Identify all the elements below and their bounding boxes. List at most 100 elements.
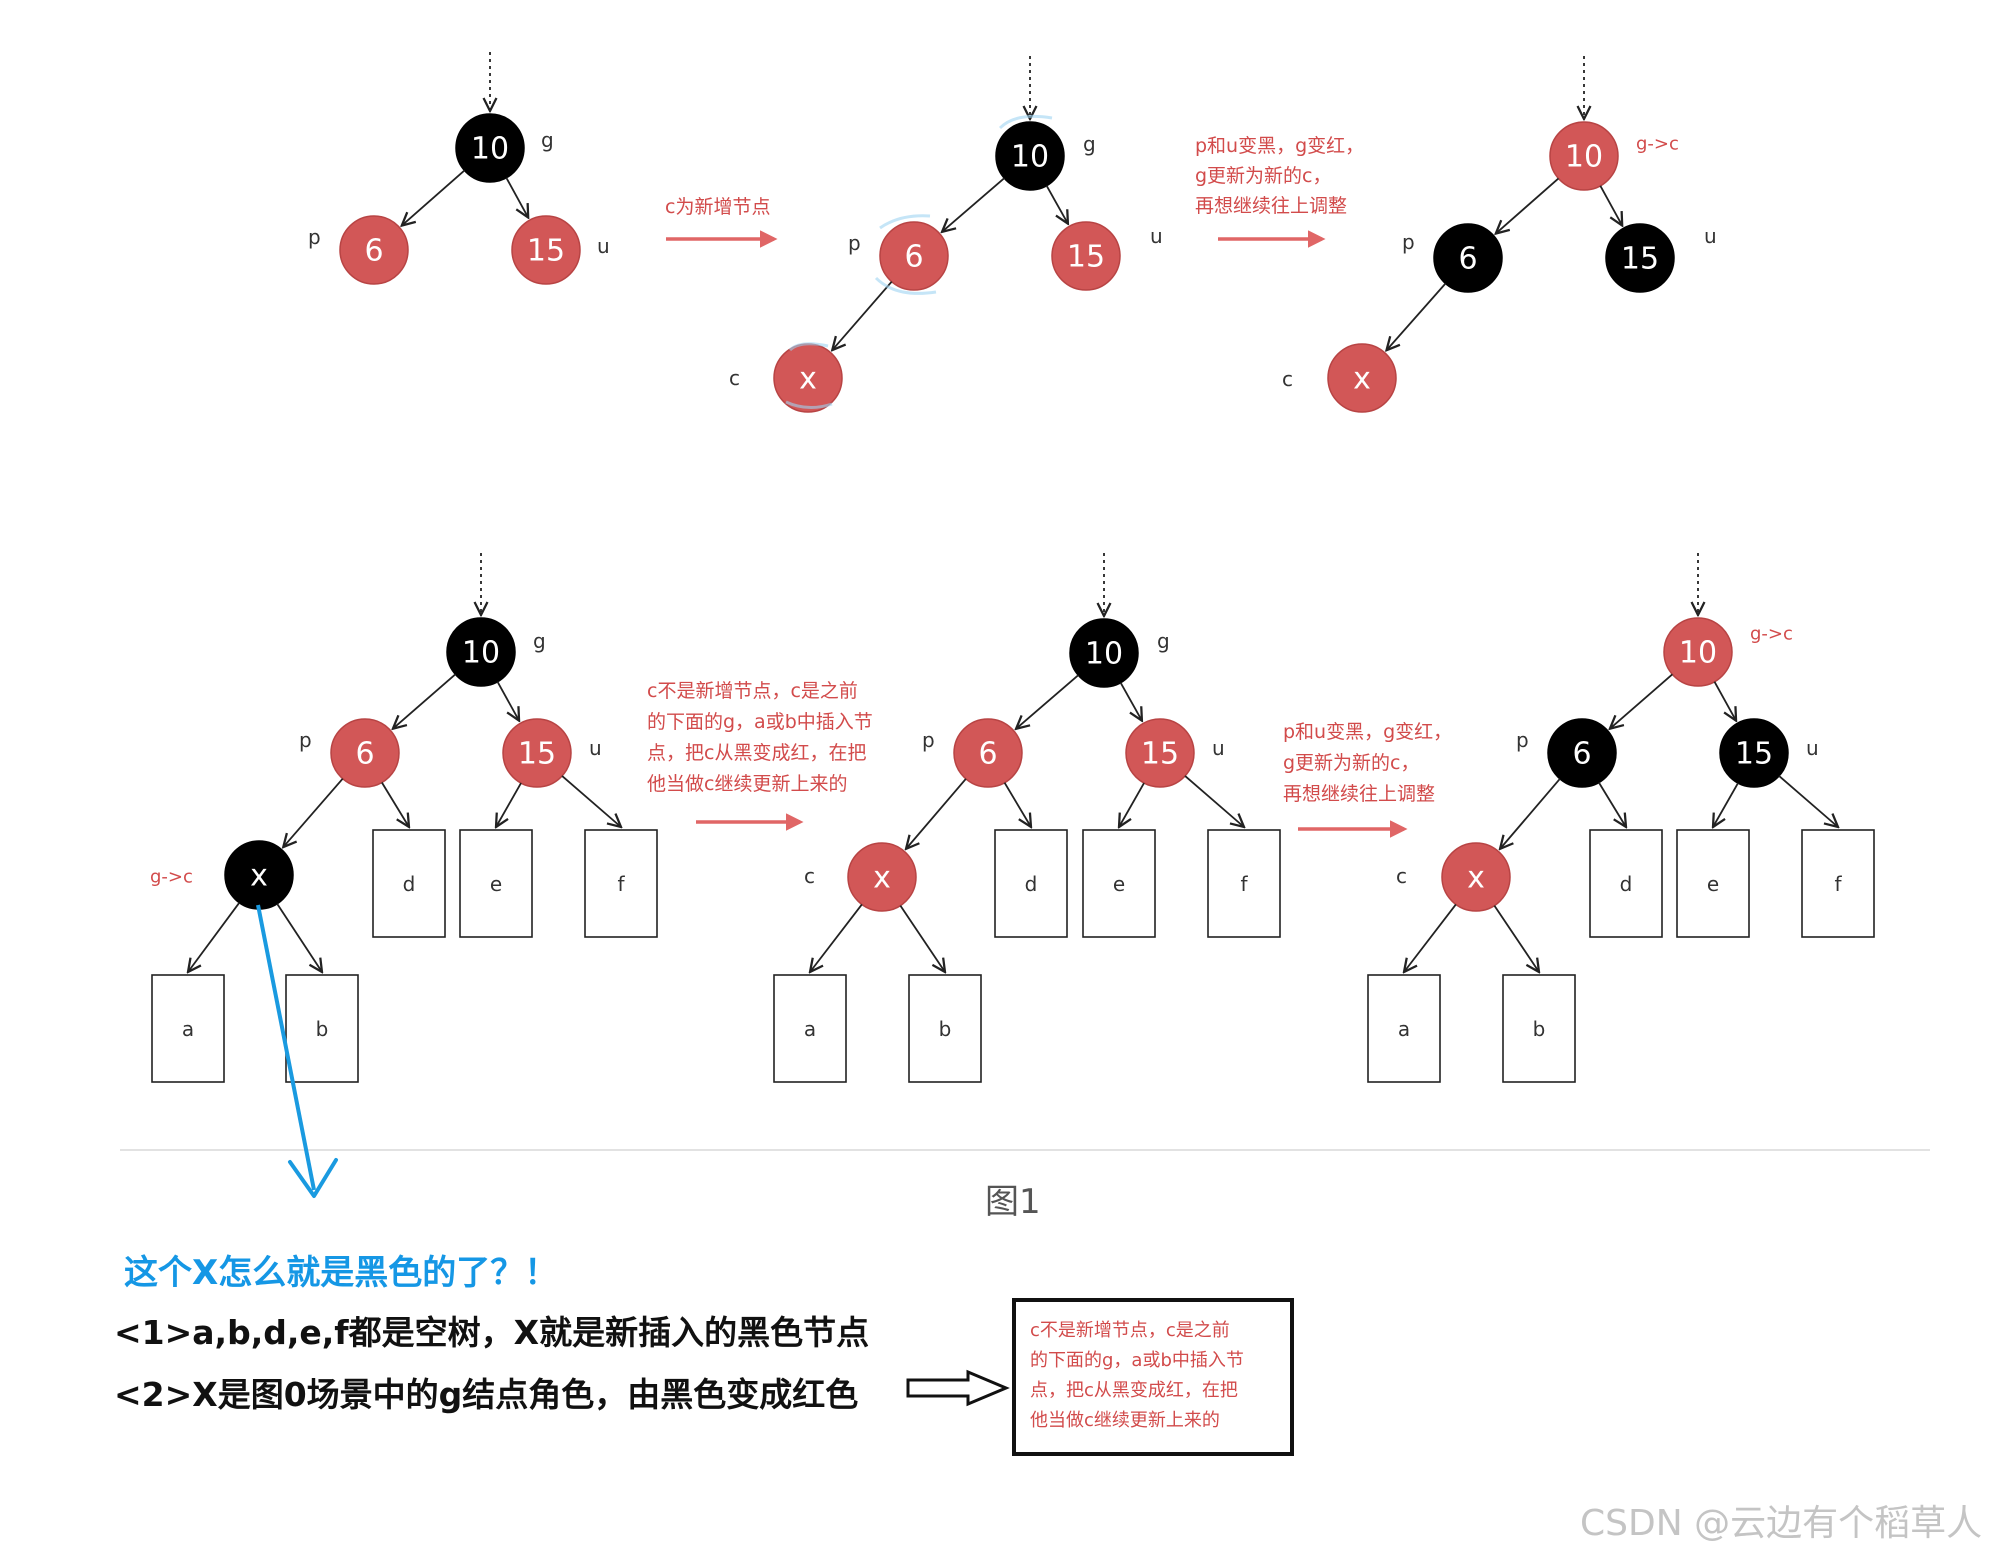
subtree-label: e	[1113, 872, 1125, 896]
subtree-box-b	[1502, 974, 1576, 1083]
tree-node-n10	[1549, 121, 1619, 191]
role-label-c: c	[729, 366, 740, 390]
role-label-g: g	[1157, 629, 1170, 653]
tree-edge	[1610, 673, 1673, 728]
node-value: x	[873, 861, 891, 896]
node-value: 6	[978, 737, 997, 772]
role-label-p: p	[308, 225, 321, 249]
tree-edge	[1386, 282, 1447, 350]
role-label-p: p	[1516, 728, 1529, 752]
tree-node-n10	[1069, 618, 1139, 688]
tree-node-x	[847, 842, 917, 912]
role-label-p: p	[1402, 230, 1415, 254]
tree-edge	[283, 778, 344, 847]
tree-edge	[188, 902, 241, 972]
subtree-box-d	[1589, 829, 1663, 938]
role-label-u: u	[1212, 736, 1225, 760]
role-label-g_to_c: g->c	[1750, 624, 1793, 645]
subtree-label: f	[1834, 872, 1842, 896]
tree-node-n15	[511, 215, 581, 285]
subtree-box-d	[994, 829, 1068, 938]
node-value: 6	[355, 737, 374, 772]
note-recolor2-line-3: 再想继续往上调整	[1283, 783, 1436, 805]
tree-edge	[496, 681, 519, 721]
tree-edge	[1598, 782, 1626, 827]
subtree-label: d	[403, 872, 416, 896]
note-recolor2-line-2: g更新为新的c，	[1283, 752, 1420, 774]
note-not-new-line-3: 点，把c从黑变成红，在把	[647, 742, 867, 764]
tree-edge	[276, 903, 322, 972]
tree-edge	[1003, 782, 1031, 827]
subtree-label: e	[490, 872, 502, 896]
subtree-label: b	[316, 1017, 329, 1041]
tree-edge	[496, 782, 522, 827]
tree-edge	[393, 673, 456, 728]
blue-pointer-arrow	[256, 904, 316, 1191]
boxed-note-line-2: 的下面的g，a或b中插入节	[1030, 1350, 1244, 1371]
tree-edge	[1184, 775, 1244, 827]
node-value: 6	[1458, 242, 1477, 277]
tree-node-n6	[339, 215, 409, 285]
tree-edge	[1713, 782, 1739, 827]
note-recolor-line-2: g更新为新的c，	[1195, 165, 1332, 187]
note-recolor-line-1: p和u变黑，g变红，	[1195, 135, 1365, 157]
subtree-box-b	[285, 974, 359, 1083]
subtree-label: b	[1533, 1017, 1546, 1041]
node-value: 15	[1067, 240, 1105, 275]
node-value: 10	[471, 132, 509, 167]
node-value: 10	[1679, 636, 1717, 671]
subtree-box-e	[459, 829, 533, 938]
subtree-label: d	[1620, 872, 1633, 896]
note-not-new-line-1: c不是新增节点，c是之前	[647, 680, 858, 702]
subtree-box-e	[1676, 829, 1750, 938]
tree-node-n6	[330, 718, 400, 788]
role-label-g_to_c: g->c	[1636, 134, 1679, 155]
tree-node-n15	[1051, 221, 1121, 291]
subtree-label: a	[182, 1017, 194, 1041]
tree-edge	[810, 903, 863, 972]
question-line-2: <2>X是图0场景中的g结点角色，由黑色变成红色	[114, 1375, 859, 1414]
note-c-new-node: c为新增节点	[665, 196, 771, 218]
role-label-g: g	[541, 128, 554, 152]
node-value: 10	[462, 636, 500, 671]
role-label-p: p	[922, 728, 935, 752]
tree-edge	[381, 782, 409, 827]
hollow-pointer-arrow	[906, 1369, 1010, 1407]
tree-node-n15	[1605, 223, 1675, 293]
role-label-c: c	[1282, 367, 1293, 391]
tree-edge	[899, 905, 945, 972]
tree-edge	[1599, 185, 1622, 226]
tree-edge	[1045, 185, 1068, 224]
tree-node-n10	[446, 617, 516, 687]
node-value: 10	[1085, 637, 1123, 672]
question-title: 这个X怎么就是黑色的了？！	[124, 1253, 559, 1293]
node-value: x	[1467, 861, 1485, 896]
tree-edge	[906, 778, 967, 849]
node-value: x	[1353, 362, 1371, 397]
subtree-box-e	[1082, 829, 1156, 938]
role-label-u: u	[1704, 224, 1717, 248]
tree-node-n15	[1719, 718, 1789, 788]
role-label-p: p	[848, 231, 861, 255]
tree-edge	[1119, 782, 1145, 827]
tree-edge	[505, 177, 528, 218]
tree-edge	[1404, 903, 1457, 972]
role-label-u: u	[597, 234, 610, 258]
tree-edge	[1016, 674, 1079, 729]
role-label-c: c	[1396, 864, 1407, 888]
tree-edge	[1713, 681, 1736, 721]
subtree-box-a	[773, 974, 847, 1083]
node-value: 15	[1141, 737, 1179, 772]
tree-edge	[1496, 177, 1560, 233]
tree-node-x	[1441, 842, 1511, 912]
sketch-highlight	[785, 114, 1053, 409]
role-label-g: g	[1083, 132, 1096, 156]
node-value: 15	[1621, 242, 1659, 277]
blue-pointer-arrowhead	[288, 1158, 338, 1198]
node-value: 10	[1011, 140, 1049, 175]
tree-node-n10	[455, 113, 525, 183]
note-not-new-line-4: 他当做c继续更新上来的	[647, 773, 848, 795]
subtree-label: f	[617, 872, 625, 896]
